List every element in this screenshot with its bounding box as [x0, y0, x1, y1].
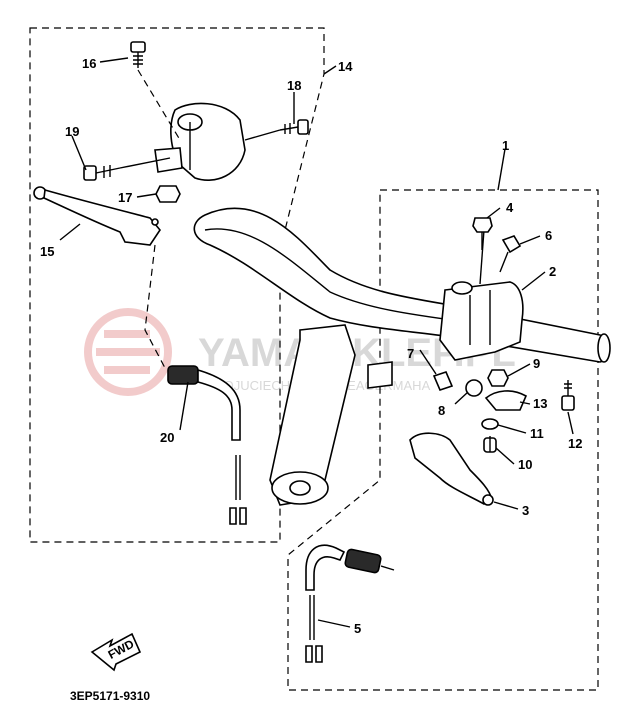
callout-14: 14	[338, 59, 353, 74]
callout-15: 15	[40, 244, 54, 259]
callout-1: 1	[502, 138, 509, 153]
leader-lines	[59, 57, 574, 628]
callout-19: 19	[65, 124, 79, 139]
callout-3: 3	[522, 503, 529, 518]
part-14-lever-holder	[154, 102, 246, 181]
part-10-pivot-bolt	[483, 436, 497, 453]
watermark-logo-icon	[84, 308, 172, 396]
part-20-clutch-switch	[144, 244, 247, 525]
part-7-screw	[432, 371, 454, 391]
callout-12: 12	[568, 436, 582, 451]
part-12-bolt	[561, 380, 575, 411]
fwd-arrow-icon: FWD	[90, 632, 142, 672]
part-18-screw	[244, 119, 309, 141]
callout-4: 4	[506, 200, 514, 215]
callout-5: 5	[354, 621, 361, 636]
callout-17: 17	[118, 190, 132, 205]
callout-2: 2	[549, 264, 556, 279]
part-5-brake-switch	[305, 544, 395, 663]
part-2-master-cylinder	[439, 229, 524, 361]
clamp-bracket	[269, 324, 393, 506]
part-8-washer	[465, 379, 483, 397]
part-15-clutch-lever	[33, 186, 161, 246]
part-17-nut	[155, 185, 181, 203]
part-9-nut	[487, 369, 509, 387]
part-19-bolt	[83, 157, 171, 181]
group-1-boundary	[287, 189, 599, 691]
part-4-bolt	[472, 217, 493, 250]
part-3-brake-lever	[409, 432, 494, 506]
part-6-cap	[499, 235, 522, 273]
callout-16: 16	[82, 56, 96, 71]
callout-7: 7	[407, 346, 414, 361]
callout-11: 11	[530, 426, 544, 441]
callout-6: 6	[545, 228, 552, 243]
watermark-logo-stripes	[96, 330, 160, 374]
part-11-washer	[481, 418, 499, 430]
callout-10: 10	[518, 457, 532, 472]
callout-13: 13	[533, 396, 547, 411]
callout-8: 8	[438, 403, 445, 418]
part-16-bolt	[130, 41, 181, 141]
part-13-bracket	[484, 390, 528, 411]
callout-20: 20	[160, 430, 174, 445]
drawing-code: 3EP5171-9310	[70, 689, 150, 703]
callout-9: 9	[533, 356, 540, 371]
callout-18: 18	[287, 78, 301, 93]
